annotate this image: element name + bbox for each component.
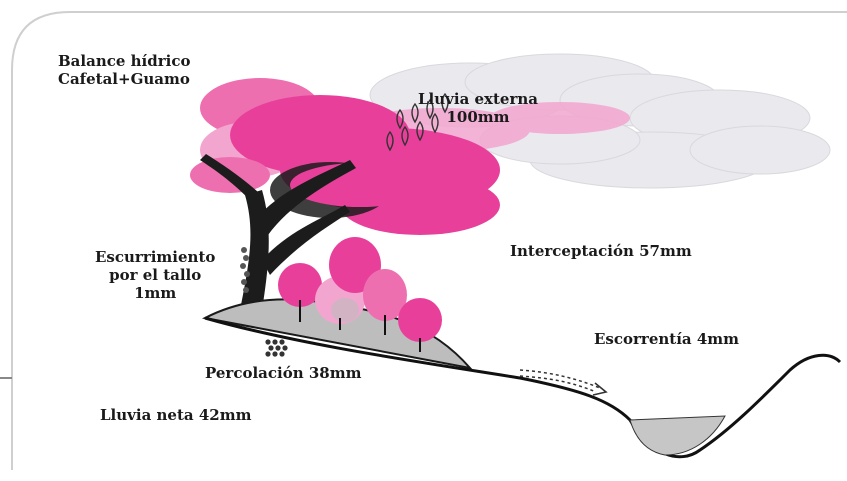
interception-label: Interceptación 57mm <box>510 242 692 260</box>
stemflow-line-1: Escurrimiento <box>95 248 215 266</box>
external-rain-line-2: 100mm <box>418 108 538 126</box>
runoff-arrowhead <box>593 383 606 395</box>
stemflow-line-2: por el tallo <box>95 266 215 284</box>
title-line-1: Balance hídrico <box>58 52 190 70</box>
percolation-drops <box>265 339 287 356</box>
diagram-title: Balance hídrico Cafetal+Guamo <box>58 52 190 88</box>
title-line-2: Cafetal+Guamo <box>58 70 190 88</box>
external-rain-line-1: Lluvia externa <box>418 90 538 108</box>
runoff-label: Escorrentía 4mm <box>594 330 739 348</box>
net-rain-label: Lluvia neta 42mm <box>100 406 251 424</box>
stemflow-label: Escurrimiento por el tallo 1mm <box>95 248 215 302</box>
stemflow-line-3: 1mm <box>95 284 215 302</box>
percolation-label: Percolación 38mm <box>205 364 361 382</box>
external-rain-label: Lluvia externa 100mm <box>418 90 538 126</box>
valley-pool <box>630 416 725 455</box>
ground-line <box>205 318 840 457</box>
